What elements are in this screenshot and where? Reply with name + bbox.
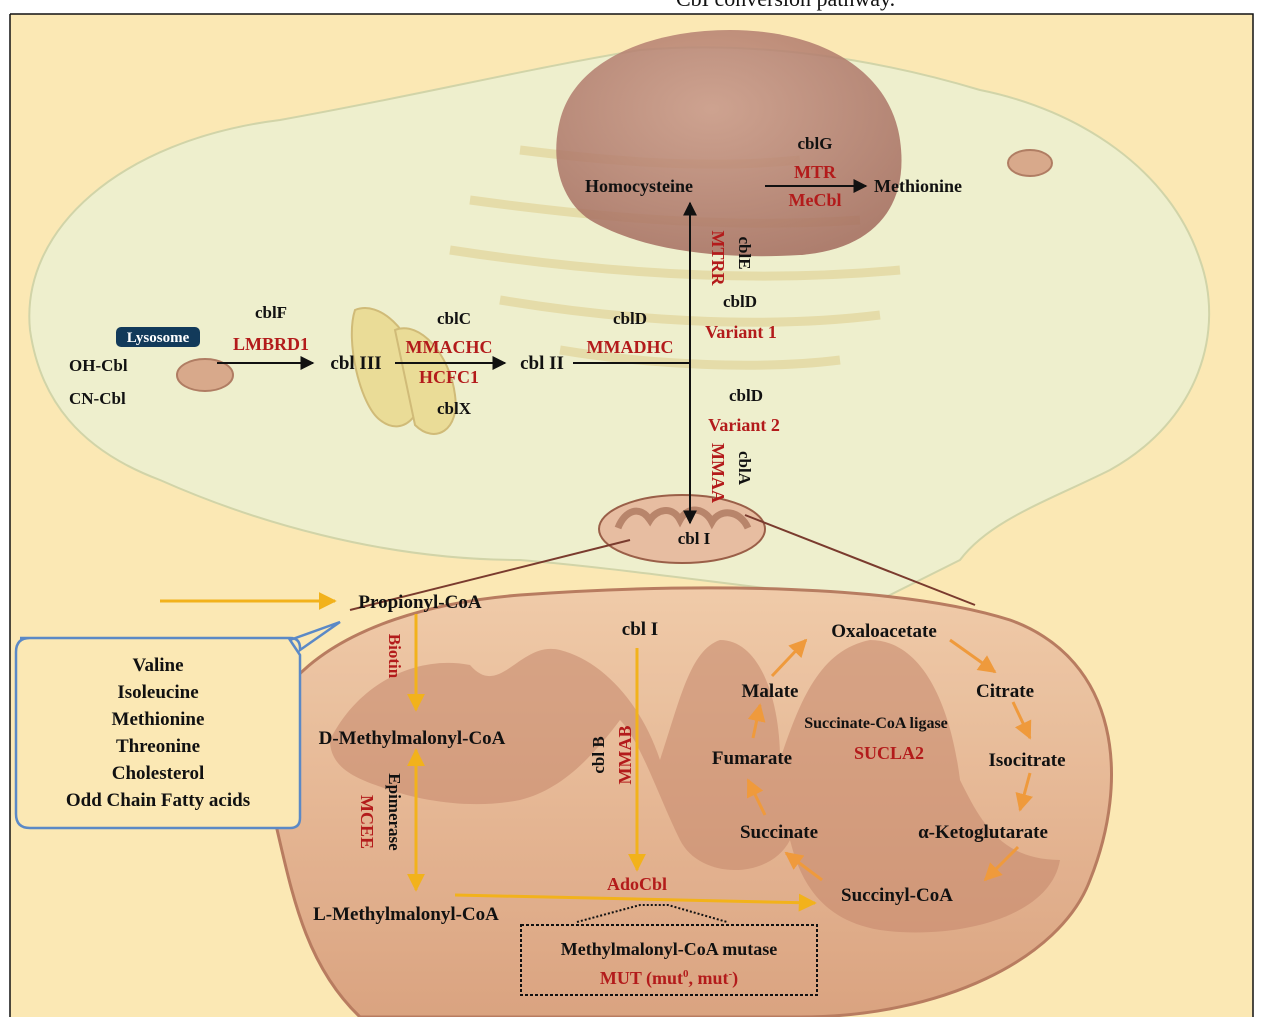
cblD-variant1-label: cblD <box>723 292 757 311</box>
cbl-b-label: cbl B <box>589 736 608 773</box>
cblC-label: cblC <box>437 309 471 328</box>
biotin-label: Biotin <box>385 634 404 679</box>
cblF-label: cblF <box>255 303 287 322</box>
mtr-label: MTR <box>794 162 837 182</box>
sucla2-label: SUCLA2 <box>854 743 924 763</box>
malate-label: Malate <box>742 681 799 702</box>
variant2-label: Variant 2 <box>708 415 780 435</box>
variant1-label: Variant 1 <box>705 322 777 342</box>
mecbl-label: MeCbl <box>789 190 842 210</box>
source-item: Odd Chain Fatty acids <box>66 790 250 811</box>
source-item: Cholesterol <box>112 763 205 784</box>
figure-caption: CbI conversion pathway. <box>676 0 895 12</box>
cytoplasm-mitochondrion-2 <box>1008 150 1052 176</box>
citrate-label: Citrate <box>976 681 1034 702</box>
mmaa-label: MMAA <box>708 443 728 503</box>
mutase-label: Methylmalonyl-CoA mutase <box>561 939 777 959</box>
succinate-label: Succinate <box>740 822 818 843</box>
succinate-coa-ligase-label: Succinate-CoA ligase <box>804 715 948 732</box>
lysosome-label: Lysosome <box>127 330 190 346</box>
cbl-i-label: cbl I <box>622 619 658 640</box>
cblE-label: cblE <box>735 236 754 269</box>
cblG-label: cblG <box>798 134 833 153</box>
cblD-label: cblD <box>613 309 647 328</box>
cblX-label: cblX <box>437 399 472 418</box>
epimerase-label: Epimerase <box>385 773 404 851</box>
mut-label: MUT (mut0, mut-) <box>600 968 738 989</box>
propionyl-coa-label: Propionyl-CoA <box>358 592 481 613</box>
hcfc1-label: HCFC1 <box>419 367 479 387</box>
methionine-label: Methionine <box>874 176 962 196</box>
isocitrate-label: Isocitrate <box>988 750 1065 771</box>
source-item: Methionine <box>112 709 205 730</box>
alpha-ketoglutarate-label: α-Ketoglutarate <box>918 822 1048 843</box>
source-item: Valine <box>132 655 183 676</box>
mcee-label: MCEE <box>357 795 377 849</box>
cblD-variant2-label: cblD <box>729 386 763 405</box>
mmachc-label: MMACHC <box>406 337 493 357</box>
source-item: Isoleucine <box>117 682 198 703</box>
adocbl-label: AdoCbl <box>607 874 667 894</box>
source-item: Threonine <box>116 736 200 757</box>
cbl-iii-label: cbl III <box>330 353 381 374</box>
mmab-label: MMAB <box>615 726 635 785</box>
fumarate-label: Fumarate <box>712 748 792 769</box>
nucleus <box>556 30 901 256</box>
cbl-ii-label: cbl II <box>520 353 564 374</box>
homocysteine-label: Homocysteine <box>585 176 693 196</box>
cbl-i-top-label: cbl I <box>678 529 711 548</box>
oh-cbl-label: OH-Cbl <box>69 356 128 375</box>
d-methylmalonyl-coa-label: D-Methylmalonyl-CoA <box>319 728 506 749</box>
oxaloacetate-label: Oxaloacetate <box>831 621 937 642</box>
cblA-label: cblA <box>735 451 754 486</box>
lmbrd1-label: LMBRD1 <box>233 334 309 354</box>
mmadhc-label: MMADHC <box>587 337 674 357</box>
succinyl-coa-label: Succinyl-CoA <box>841 885 953 906</box>
mtrr-label: MTRR <box>708 231 728 287</box>
cn-cbl-label: CN-Cbl <box>69 389 126 408</box>
l-methylmalonyl-coa-label: L-Methylmalonyl-CoA <box>313 904 499 925</box>
